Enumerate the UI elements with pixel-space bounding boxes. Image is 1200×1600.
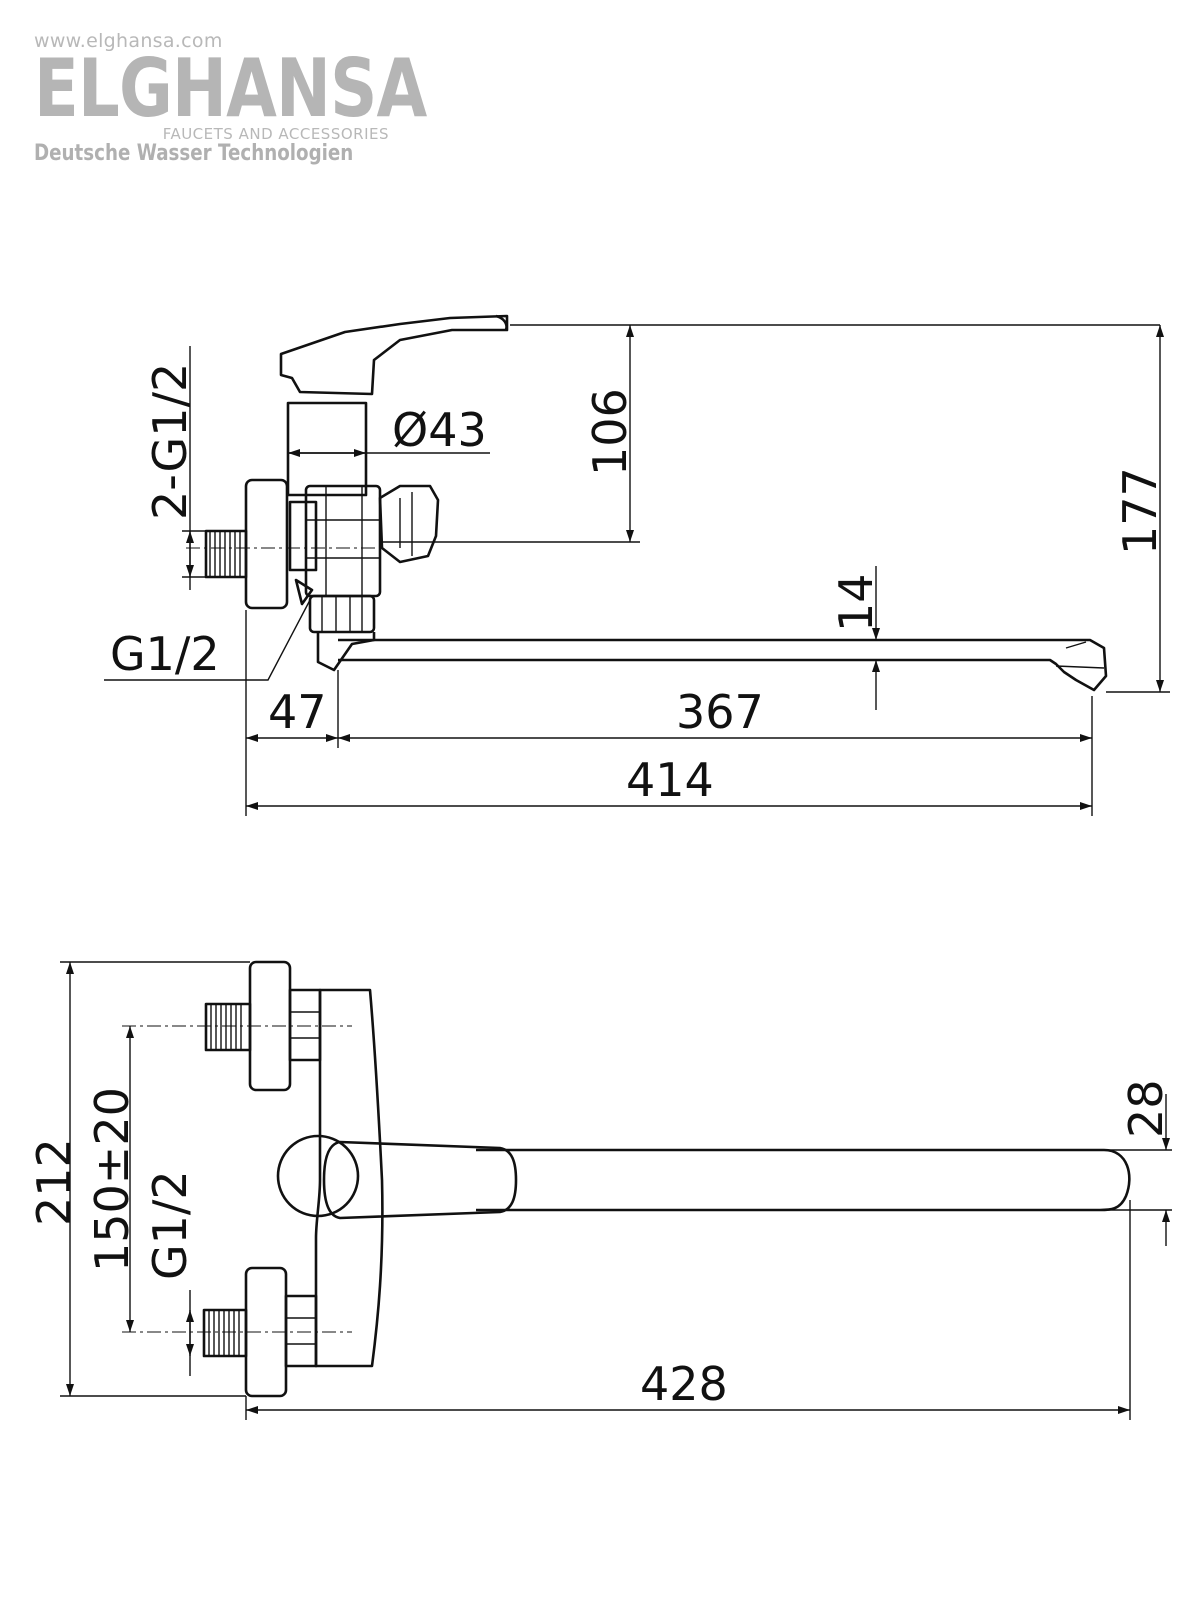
label-total-length-top: 428 [640, 1357, 728, 1411]
spout-tube-top [476, 1148, 1131, 1212]
label-wall-offset: 47 [268, 685, 327, 739]
mixer-body [286, 401, 368, 497]
label-spout-reach: 367 [676, 685, 764, 739]
label-inlet-spacing: 150±20 [85, 1087, 139, 1272]
swivel-ring [308, 594, 376, 634]
side-view-dimensions: 2-G1/2 Ø43 106 177 14 G1/2 47 367 414 [104, 324, 1170, 816]
label-body-diameter: Ø43 [392, 403, 487, 457]
top-view-dimensions: 212 150±20 G1/2 28 428 [27, 961, 1173, 1420]
upper-nut [288, 988, 322, 1062]
lever-handle [279, 314, 509, 396]
label-handle-height: 106 [583, 388, 637, 476]
label-spout-thickness: 14 [829, 573, 883, 632]
lower-nut [284, 1294, 318, 1368]
label-total-height: 177 [1113, 467, 1167, 555]
label-inlet-thread: 2-G1/2 [143, 363, 197, 520]
label-total-width: 212 [27, 1138, 81, 1226]
inlet-thread [186, 529, 382, 579]
cartridge-housing [276, 1134, 360, 1218]
mixer-body-top [314, 988, 384, 1368]
top-view [122, 960, 1131, 1398]
brand-logo: www.elghansa.com ELGHANSA FAUCETS AND AC… [34, 30, 427, 166]
lower-inlet-thread [202, 1308, 248, 1358]
label-outlet-thread: G1/2 [110, 627, 220, 681]
logo-subtitle: Deutsche Wasser Technologien [34, 141, 354, 166]
eccentric-nut [288, 500, 318, 572]
wall-flange [244, 478, 289, 610]
spout-arm [338, 638, 1108, 692]
logo-tagline: FAUCETS AND ACCESSORIES [162, 125, 389, 143]
logo-url: www.elghansa.com [34, 30, 223, 52]
lever-top [322, 1140, 518, 1220]
side-view [186, 314, 1108, 692]
label-inlet-thread-top: G1/2 [143, 1170, 197, 1280]
leader-outlet-thread [104, 599, 311, 681]
upper-inlet-thread [204, 1002, 252, 1052]
label-total-length: 414 [626, 753, 714, 807]
diverter-knob [378, 484, 440, 564]
label-spout-width: 28 [1119, 1079, 1173, 1138]
